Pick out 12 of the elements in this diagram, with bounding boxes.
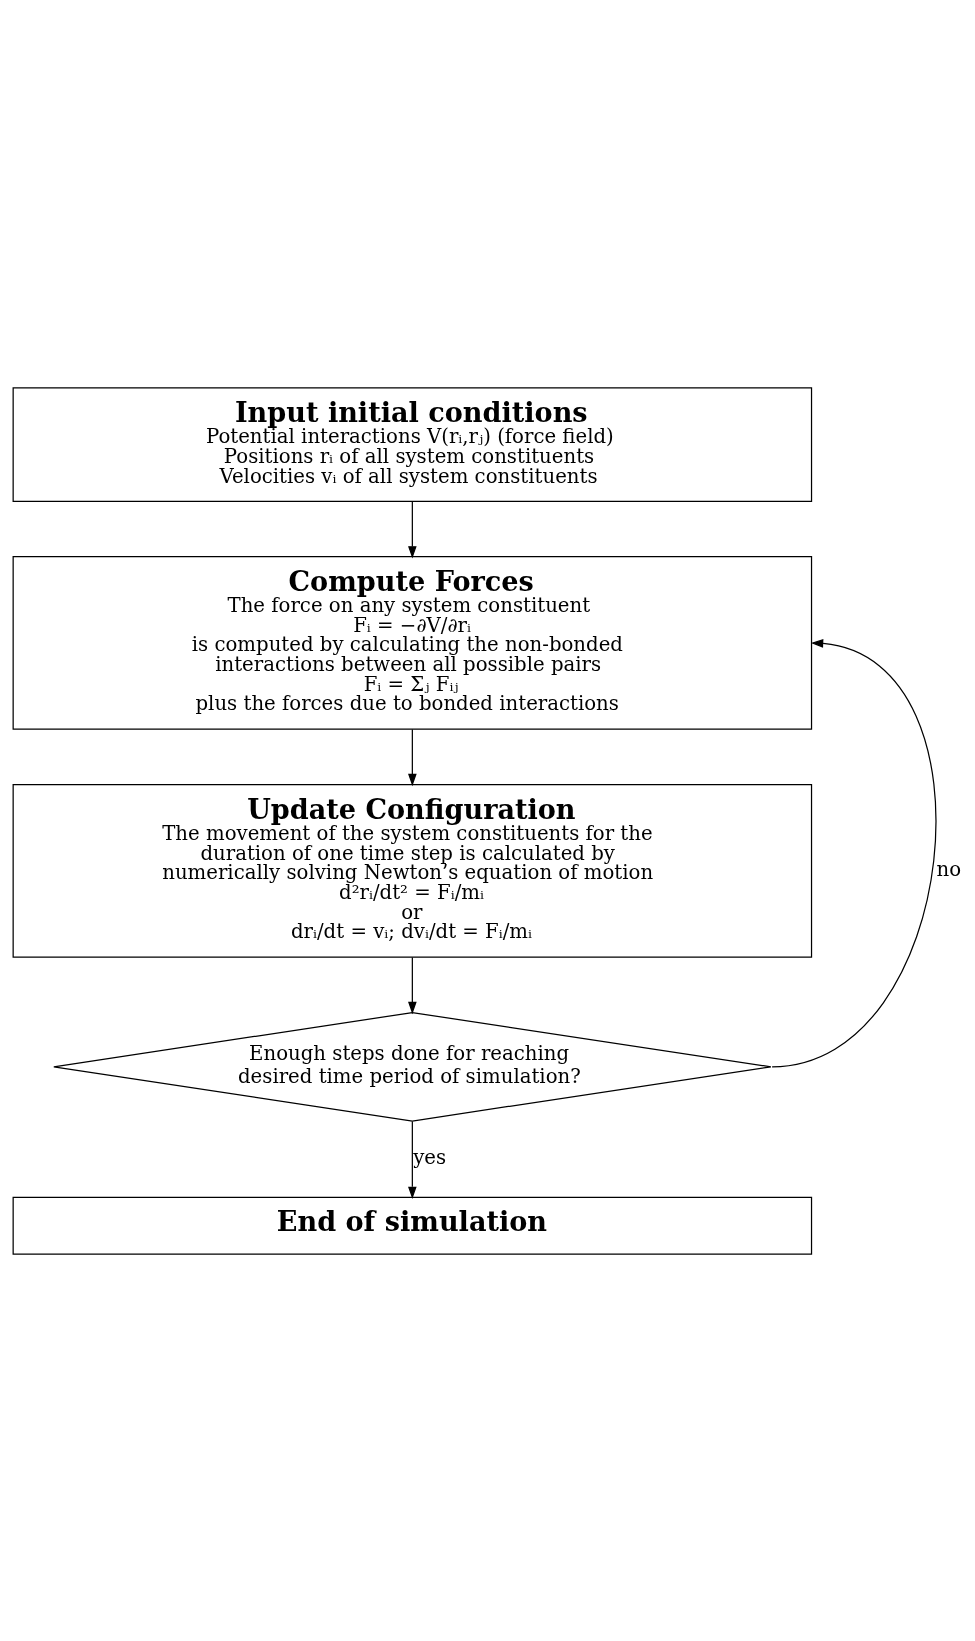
arrow — [408, 1120, 417, 1199]
node-box: End of simulation — [12, 1196, 813, 1255]
node-box: Compute Forces The force on any system constituent Fᵢ = −∂V/∂rᵢ is computed by calculating the non-bonded interactions between all possible pairs Fᵢ = Σⱼ Fᵢⱼ plus the forces due to bonded interactions — [12, 555, 813, 730]
edge-label: yes — [413, 1145, 447, 1169]
arrow — [408, 956, 417, 1014]
node-box: Input initial conditions Potential interactions V(rᵢ,rⱼ) (force field) Positions rᵢ of all system constituents Velocities vᵢ of all system constituents — [12, 386, 813, 502]
edge-label: no — [936, 857, 962, 881]
node-diamond: Enough steps done for reaching desired time period of simulation? — [53, 1011, 772, 1122]
node-box: Update Configuration The movement of the system constituents for the duration of one time step is calculated by numerically solving Newton’s equation of motion d²rᵢ/dt² = Fᵢ/mᵢ or drᵢ/dt = vᵢ; dvᵢ/dt = Fᵢ/mᵢ — [12, 783, 813, 958]
arrow — [771, 638, 937, 1067]
arrow — [408, 500, 417, 559]
arrow — [408, 728, 417, 786]
